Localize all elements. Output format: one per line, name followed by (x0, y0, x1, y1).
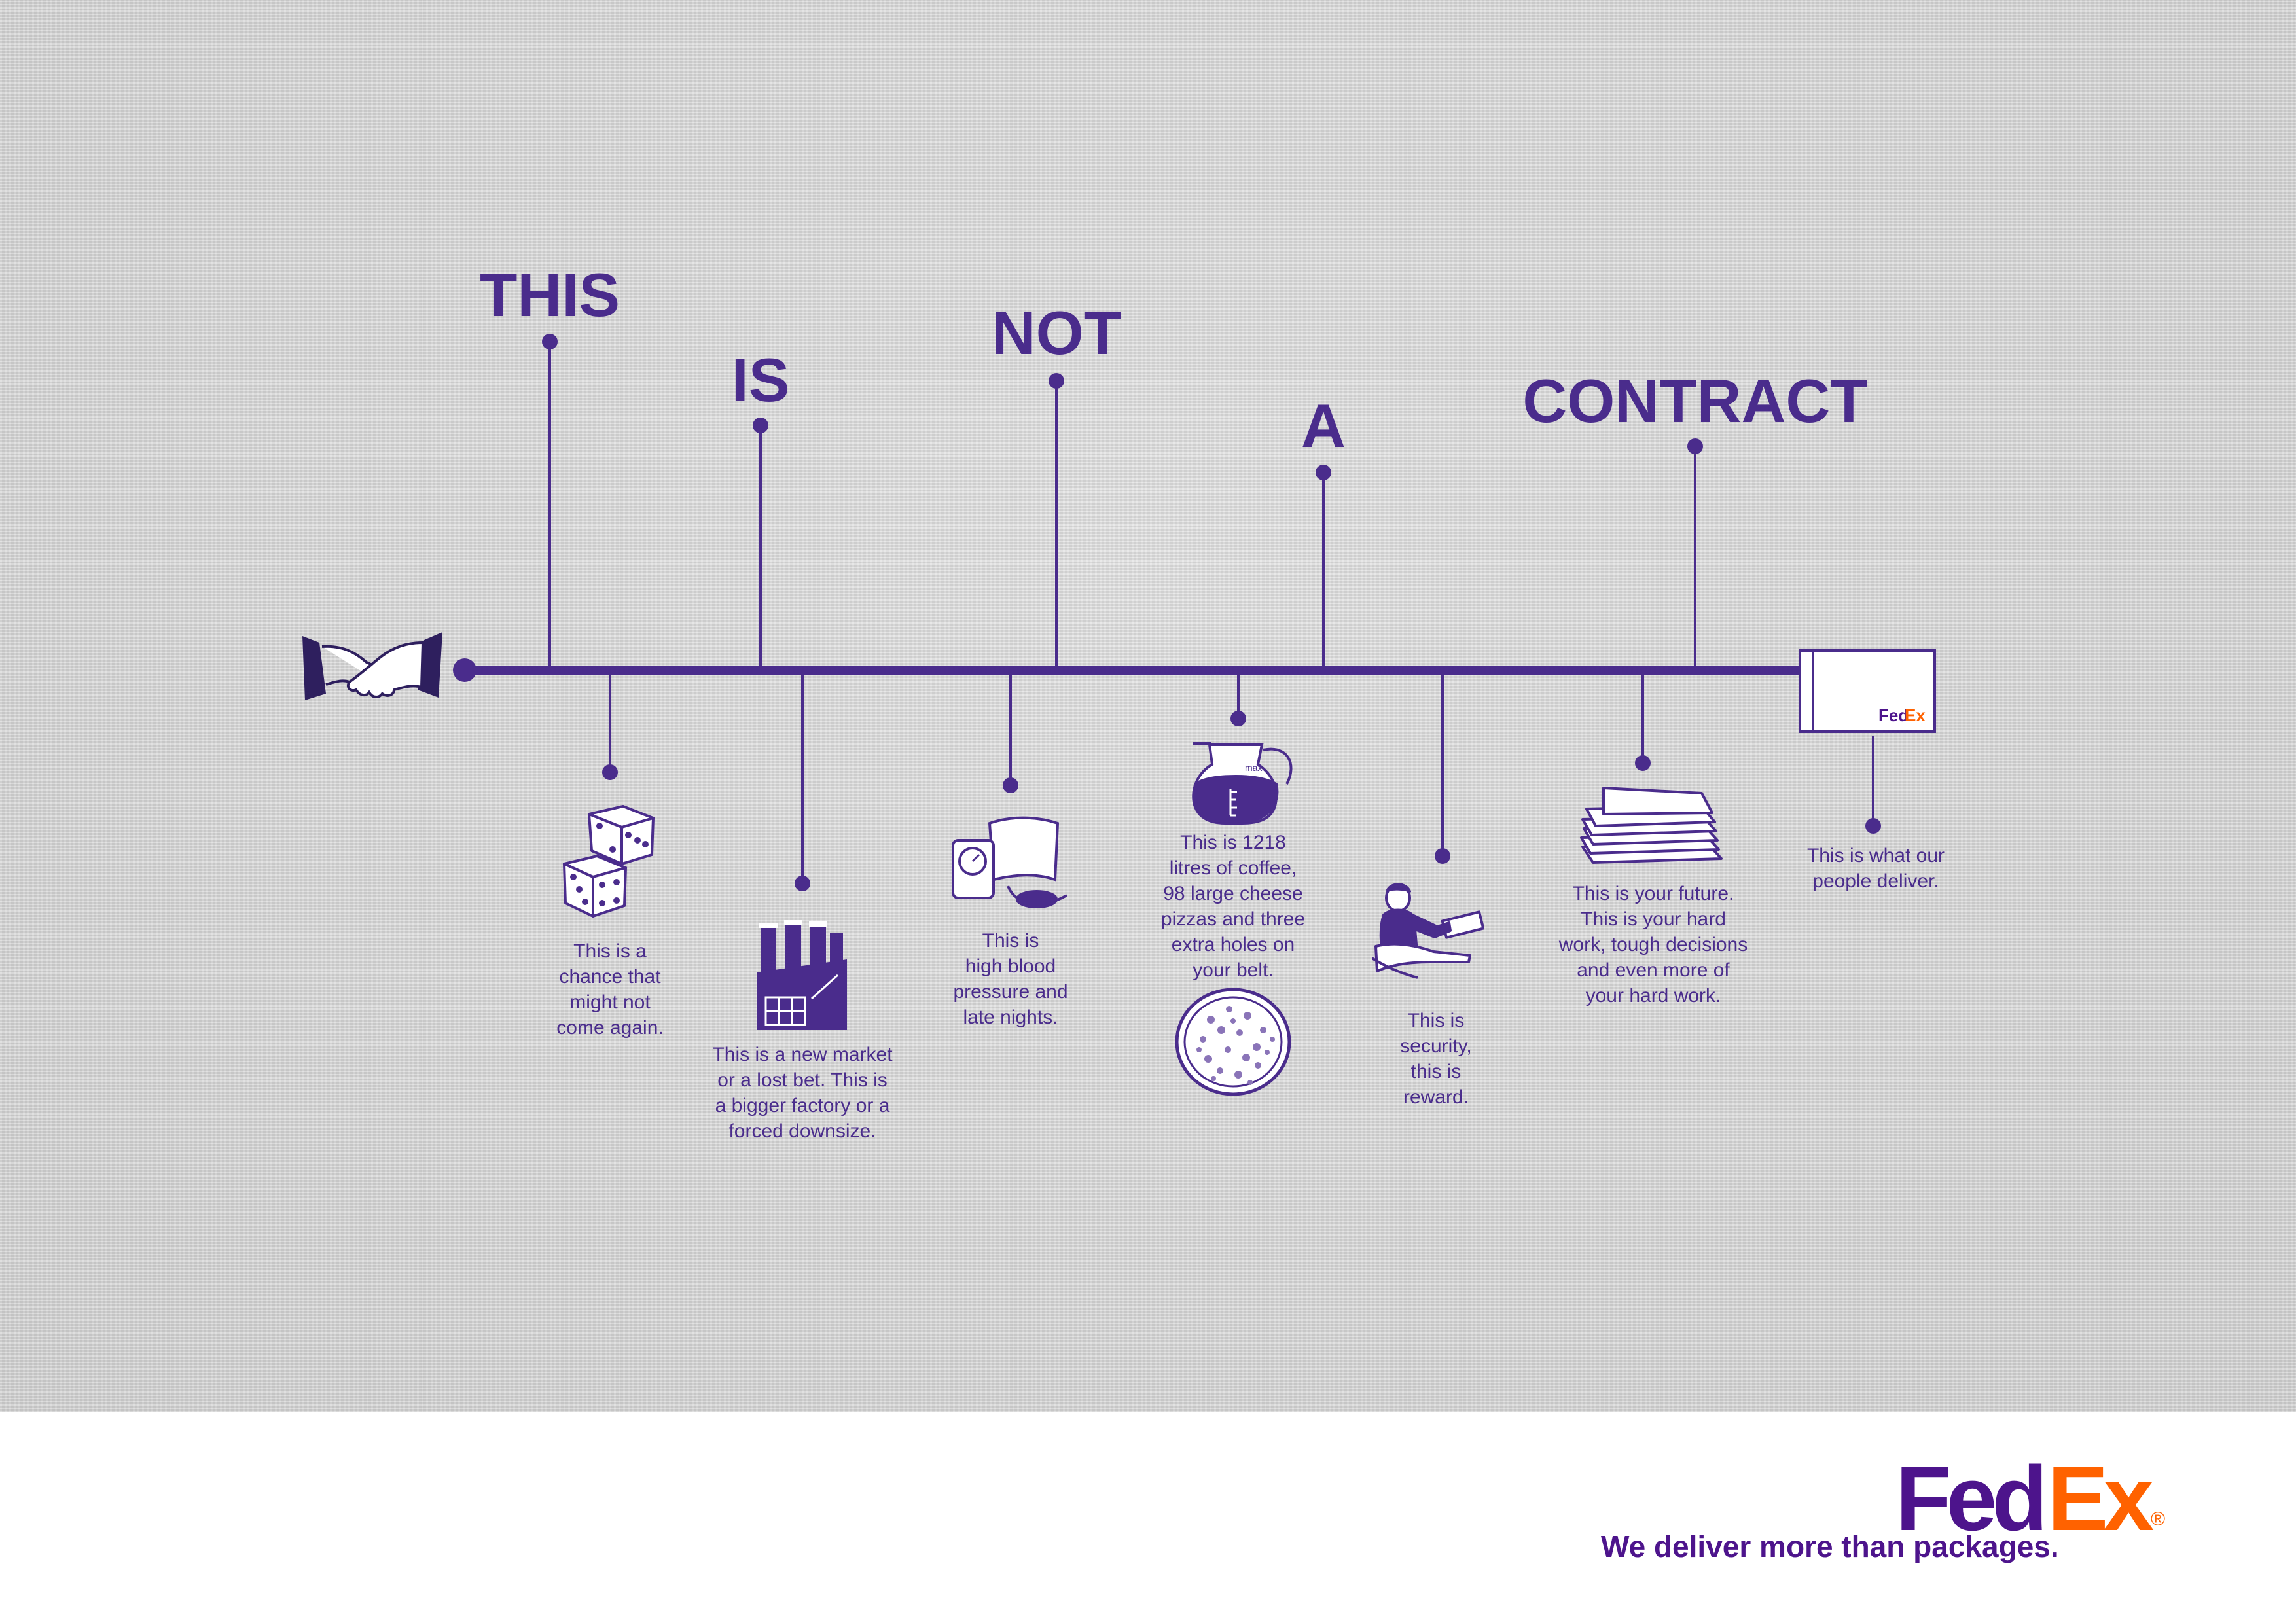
stem-is (753, 418, 768, 670)
stem-a (1316, 465, 1331, 670)
stem-dice (602, 670, 618, 780)
footer-band (0, 1412, 2296, 1623)
paper-stack-icon (1580, 787, 1723, 864)
coffee-pot-icon: max (1192, 742, 1293, 825)
caption-blood-pressure: This is high blood pressure and late nig… (953, 930, 1068, 1028)
man-with-check-icon (1372, 883, 1484, 979)
box-label-ex: Ex (1905, 705, 1926, 725)
headline-word-not: NOT (991, 298, 1122, 367)
factory-icon (757, 920, 847, 1030)
blood-pressure-monitor-icon (952, 816, 1068, 908)
headline-word-is: IS (731, 346, 790, 414)
fedex-logo-ex: Ex (2047, 1447, 2154, 1550)
coffee-max-mark: max (1245, 762, 1262, 773)
stem-deliver (1865, 736, 1881, 834)
timeline-start-dot (453, 658, 476, 682)
registered-mark: ® (2151, 1508, 2166, 1530)
stem-future (1635, 670, 1651, 771)
headline-word-a: A (1301, 391, 1346, 460)
stem-security (1435, 670, 1450, 864)
fedex-box-icon: Fed Ex (1799, 649, 1936, 733)
caption-security: This is security, this is reward. (1400, 1010, 1472, 1108)
caption-factory: This is a new market or a lost bet. This… (712, 1044, 893, 1142)
box-label-fed: Fed (1878, 705, 1909, 725)
headline-word-contract: CONTRACT (1522, 366, 1868, 435)
stem-not (1049, 373, 1064, 670)
stem-blood-pressure (1003, 670, 1018, 793)
pizza-icon (1175, 988, 1291, 1096)
stem-coffee (1230, 670, 1246, 726)
handshake-icon (302, 632, 442, 700)
stem-factory (795, 670, 810, 891)
stem-contract (1687, 438, 1703, 670)
headline-word-this: THIS (479, 260, 620, 329)
caption-dice: This is a chance that might not come aga… (556, 940, 664, 1039)
caption-future: This is your future. This is your hard w… (1558, 883, 1748, 1007)
fedex-logo-fed: Fed (1895, 1447, 2048, 1550)
tagline: We deliver more than packages. (1601, 1529, 2059, 1563)
caption-coffee: This is 1218 litres of coffee, 98 large … (1160, 832, 1306, 981)
timeline-graphic (453, 334, 1881, 891)
stem-this (542, 334, 558, 670)
dice-icon (563, 805, 655, 918)
caption-deliver: This is what our people deliver. (1806, 845, 1945, 892)
